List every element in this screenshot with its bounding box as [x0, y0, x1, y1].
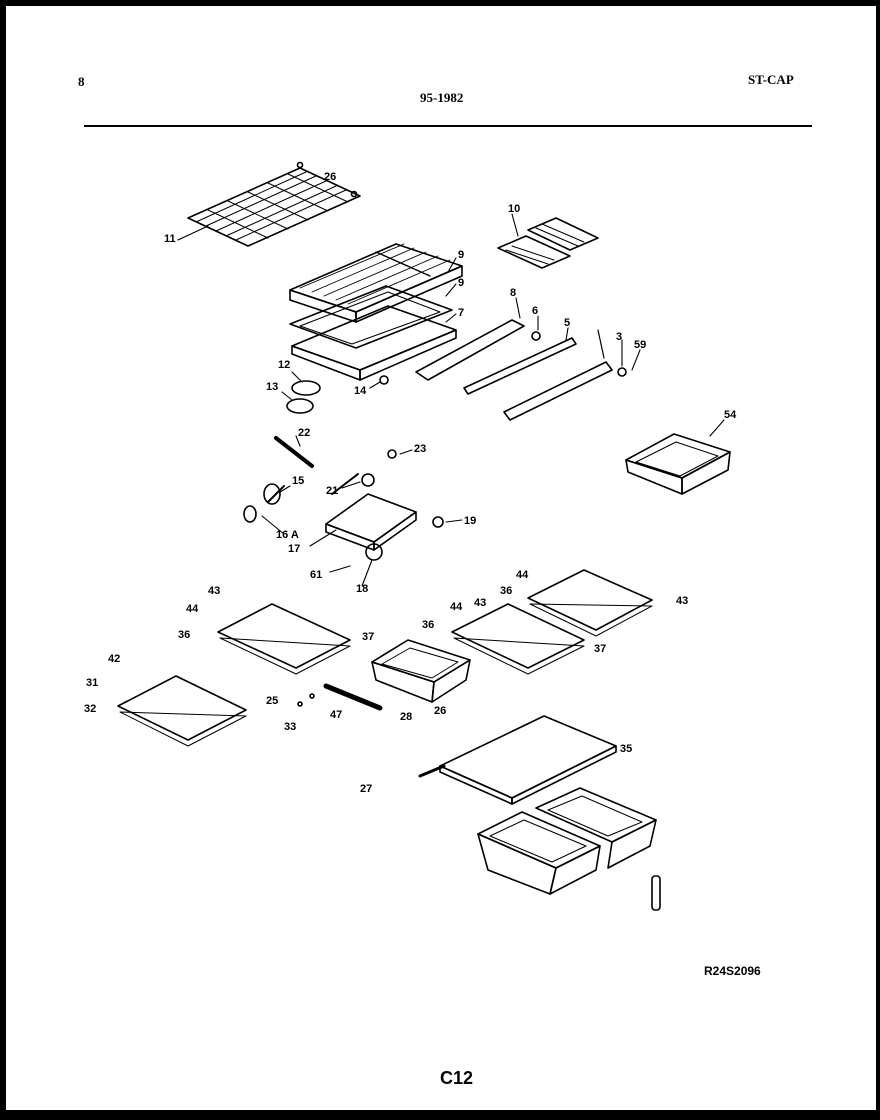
callout-label: 36 — [422, 619, 434, 631]
callout-label: 16 A — [276, 529, 299, 541]
callout-label: 32 — [84, 703, 96, 715]
callout-label: 35 — [620, 743, 632, 755]
shelf-rails-part — [379, 319, 627, 421]
callout-label: 44 — [516, 569, 529, 581]
callout-label: 43 — [208, 585, 220, 597]
callout-label: 22 — [298, 427, 310, 439]
crisper-drawers-part — [477, 787, 661, 911]
parts-sheet: 8 95-1982 ST-CAP — [6, 6, 876, 1110]
crisper-cover-part — [418, 715, 617, 805]
callout-label: 59 — [634, 339, 646, 351]
model-code: ST-CAP — [748, 72, 794, 87]
callout-label: 5 — [564, 317, 570, 329]
callout-label: 15 — [292, 475, 304, 487]
ice-trays-part — [497, 217, 599, 269]
wire-shelf-part — [187, 161, 361, 247]
callout-label: 44 — [186, 603, 199, 615]
callout-label: 36 — [500, 585, 512, 597]
callout-label: 43 — [474, 597, 486, 609]
callout-label: 7 — [458, 307, 464, 319]
dairy-bin-part — [297, 639, 471, 711]
callout-label: 47 — [330, 709, 342, 721]
callout-label: 14 — [354, 385, 367, 397]
callout-label: 9 — [458, 277, 464, 289]
callout-label: 10 — [508, 203, 520, 215]
callout-label: 37 — [594, 643, 606, 655]
callout-label: 43 — [676, 595, 688, 607]
glass-shelves-part — [117, 569, 653, 747]
leader-lines — [177, 213, 725, 587]
callout-label: 13 — [266, 381, 278, 393]
doc-code: 95-1982 — [420, 90, 464, 105]
callout-label: 42 — [108, 653, 120, 665]
callout-label: 17 — [288, 543, 300, 555]
callout-label: 12 — [278, 359, 290, 371]
callout-label: 11 — [164, 233, 176, 245]
control-housing-part — [243, 449, 444, 561]
callout-label: 6 — [532, 305, 538, 317]
callout-label: 21 — [326, 485, 338, 497]
callout-label: 19 — [464, 515, 476, 527]
callout-label: 31 — [86, 677, 98, 689]
callout-labels: 26 11 10 9 8 7 9 6 5 3 59 12 13 14 22 23… — [84, 171, 737, 795]
header-rule — [84, 125, 812, 127]
callout-label: 25 — [266, 695, 278, 707]
drawing-code: R24S2096 — [704, 964, 761, 978]
page-label: C12 — [440, 1068, 474, 1088]
callout-label: 27 — [360, 783, 372, 795]
callout-label: 3 — [616, 331, 622, 343]
callout-label: 37 — [362, 631, 374, 643]
callout-label: 44 — [450, 601, 463, 613]
callout-label: 23 — [414, 443, 426, 455]
clip-parts — [274, 380, 321, 468]
callout-label: 36 — [178, 629, 190, 641]
shelf-trays-part — [289, 285, 457, 381]
callout-label: 33 — [284, 721, 296, 733]
callout-label: 26 — [324, 171, 336, 183]
page-number: 8 — [78, 74, 85, 89]
callout-label: 8 — [510, 287, 516, 299]
exploded-parts-diagram: 26 11 10 9 8 7 9 6 5 3 59 12 13 14 22 23… — [84, 161, 737, 911]
callout-label: 28 — [400, 711, 412, 723]
callout-label: 26 — [434, 705, 446, 717]
callout-label: 61 — [310, 569, 322, 581]
callout-label: 18 — [356, 583, 368, 595]
callout-label: 9 — [458, 249, 464, 261]
callout-label: 54 — [724, 409, 737, 421]
storage-pan-part — [625, 433, 731, 495]
